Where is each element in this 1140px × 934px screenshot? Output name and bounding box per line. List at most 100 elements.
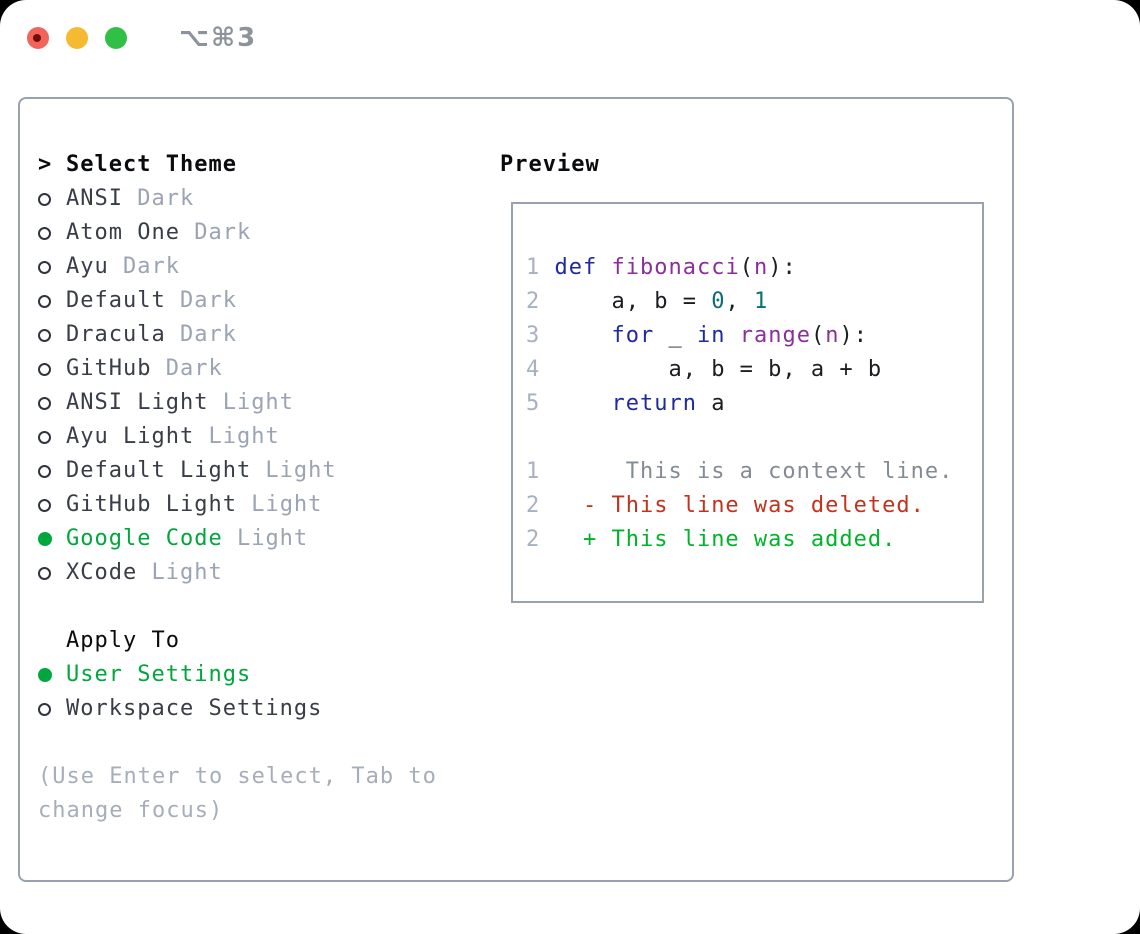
code-token: ):	[768, 255, 797, 280]
code-token: def	[554, 255, 612, 280]
option-variant-label: Dark	[108, 254, 180, 279]
option-label: User Settings	[66, 662, 252, 687]
close-button[interactable]	[27, 27, 49, 49]
radio-icon	[38, 362, 51, 376]
code-token: a, b =	[554, 289, 712, 314]
option-label: Google Code	[66, 526, 223, 551]
minimize-button[interactable]	[66, 27, 88, 49]
zoom-button[interactable]	[105, 27, 127, 49]
option-label: ANSI Light	[66, 390, 209, 415]
code-token: n	[753, 255, 769, 280]
theme-option[interactable]: Dracula Dark	[38, 318, 468, 352]
code-token: 1	[526, 255, 555, 280]
apply-to-title: Apply To	[66, 628, 180, 653]
code-token: 0	[711, 289, 726, 314]
code-token: ):	[839, 323, 868, 348]
code-token	[555, 391, 612, 416]
code-token: a, b = b, a + b	[554, 357, 883, 382]
radio-icon	[38, 464, 51, 478]
preview-code-line: 3 for _ in range(n):	[526, 319, 982, 353]
theme-option[interactable]: GitHub Dark	[38, 352, 468, 386]
code-token: 2	[526, 527, 541, 552]
preview-code-line	[526, 217, 982, 251]
window-title: ⌥⌘3	[179, 23, 258, 53]
apply-to-option[interactable]: User Settings	[38, 658, 468, 692]
radio-icon	[38, 566, 51, 580]
option-variant-label: Light	[137, 560, 223, 585]
theme-option[interactable]: Ayu Light Light	[38, 420, 468, 454]
code-token: range	[739, 323, 811, 348]
preview-code-line: 2 - This line was deleted.	[526, 489, 982, 523]
close-dot-icon	[33, 34, 41, 42]
theme-option[interactable]: ANSI Dark	[38, 182, 468, 216]
help-text: (Use Enter to select, Tab to change focu…	[38, 764, 437, 823]
option-label: Ayu	[66, 254, 109, 279]
option-variant-label: Light	[194, 424, 280, 449]
preview-code-line: 1 def fibonacci(n):	[526, 251, 982, 285]
theme-list-title: Select Theme	[66, 152, 237, 177]
option-variant-label: Light	[236, 492, 323, 517]
spacer	[38, 590, 468, 624]
radio-icon	[38, 260, 51, 274]
option-label: GitHub	[66, 356, 152, 381]
code-token: fibonacci	[611, 255, 740, 280]
radio-icon	[38, 294, 51, 308]
theme-list-header: > Select Theme	[38, 148, 468, 182]
radio-icon	[38, 498, 51, 512]
code-token: n	[825, 323, 840, 348]
theme-option[interactable]: Google Code Light	[38, 522, 468, 556]
code-token: 4	[526, 357, 555, 382]
code-token: 2	[526, 493, 541, 518]
preview-code-line: 5 return a	[526, 387, 982, 421]
theme-option[interactable]: Default Dark	[38, 284, 468, 318]
option-label: XCode	[66, 560, 138, 585]
option-label: GitHub Light	[66, 492, 237, 517]
code-token: 3	[526, 323, 555, 348]
radio-icon	[38, 430, 51, 444]
theme-option[interactable]: Atom One Dark	[38, 216, 468, 250]
option-variant-label: Dark	[151, 356, 223, 381]
code-token: for	[611, 323, 655, 348]
preview-code-line: 1 This is a context line.	[526, 455, 982, 489]
radio-icon	[38, 702, 51, 716]
preview-code-line	[526, 421, 982, 455]
theme-option[interactable]: ANSI Light Light	[38, 386, 468, 420]
preview-code-line: 2 + This line was added.	[526, 523, 982, 557]
radio-icon	[38, 396, 51, 410]
code-token	[555, 323, 612, 348]
theme-option[interactable]: Ayu Dark	[38, 250, 468, 284]
option-variant-label: Dark	[165, 288, 237, 313]
code-token: - This line was deleted.	[540, 493, 925, 518]
preview-title: Preview	[500, 152, 600, 177]
option-variant-label: Dark	[179, 220, 252, 245]
radio-selected-icon	[38, 532, 52, 546]
apply-to-option[interactable]: Workspace Settings	[38, 692, 468, 726]
option-variant-label: Dark	[165, 322, 237, 347]
radio-icon	[38, 226, 51, 240]
option-label: Atom One	[66, 220, 180, 245]
code-token: 2	[526, 289, 555, 314]
option-label: Dracula	[66, 322, 166, 347]
theme-option[interactable]: XCode Light	[38, 556, 468, 590]
theme-option[interactable]: GitHub Light Light	[38, 488, 468, 522]
radio-selected-icon	[38, 668, 52, 682]
option-label: Default Light	[66, 458, 252, 483]
code-token: 5	[526, 391, 555, 416]
titlebar: ⌥⌘3	[27, 23, 258, 53]
code-token: in	[696, 323, 726, 348]
code-token: 1	[753, 289, 769, 314]
preview-code-line: 4 a, b = b, a + b	[526, 353, 982, 387]
code-token: (	[810, 323, 826, 348]
radio-icon	[38, 328, 51, 342]
code-token: 1	[526, 459, 541, 484]
option-label: Workspace Settings	[66, 696, 323, 721]
option-label: ANSI	[66, 186, 123, 211]
option-variant-label: Light	[208, 390, 294, 415]
code-token: (	[739, 255, 754, 280]
option-variant-label: Light	[251, 458, 337, 483]
theme-option[interactable]: Default Light Light	[38, 454, 468, 488]
code-token: ,	[725, 289, 754, 314]
option-label: Default	[66, 288, 166, 313]
